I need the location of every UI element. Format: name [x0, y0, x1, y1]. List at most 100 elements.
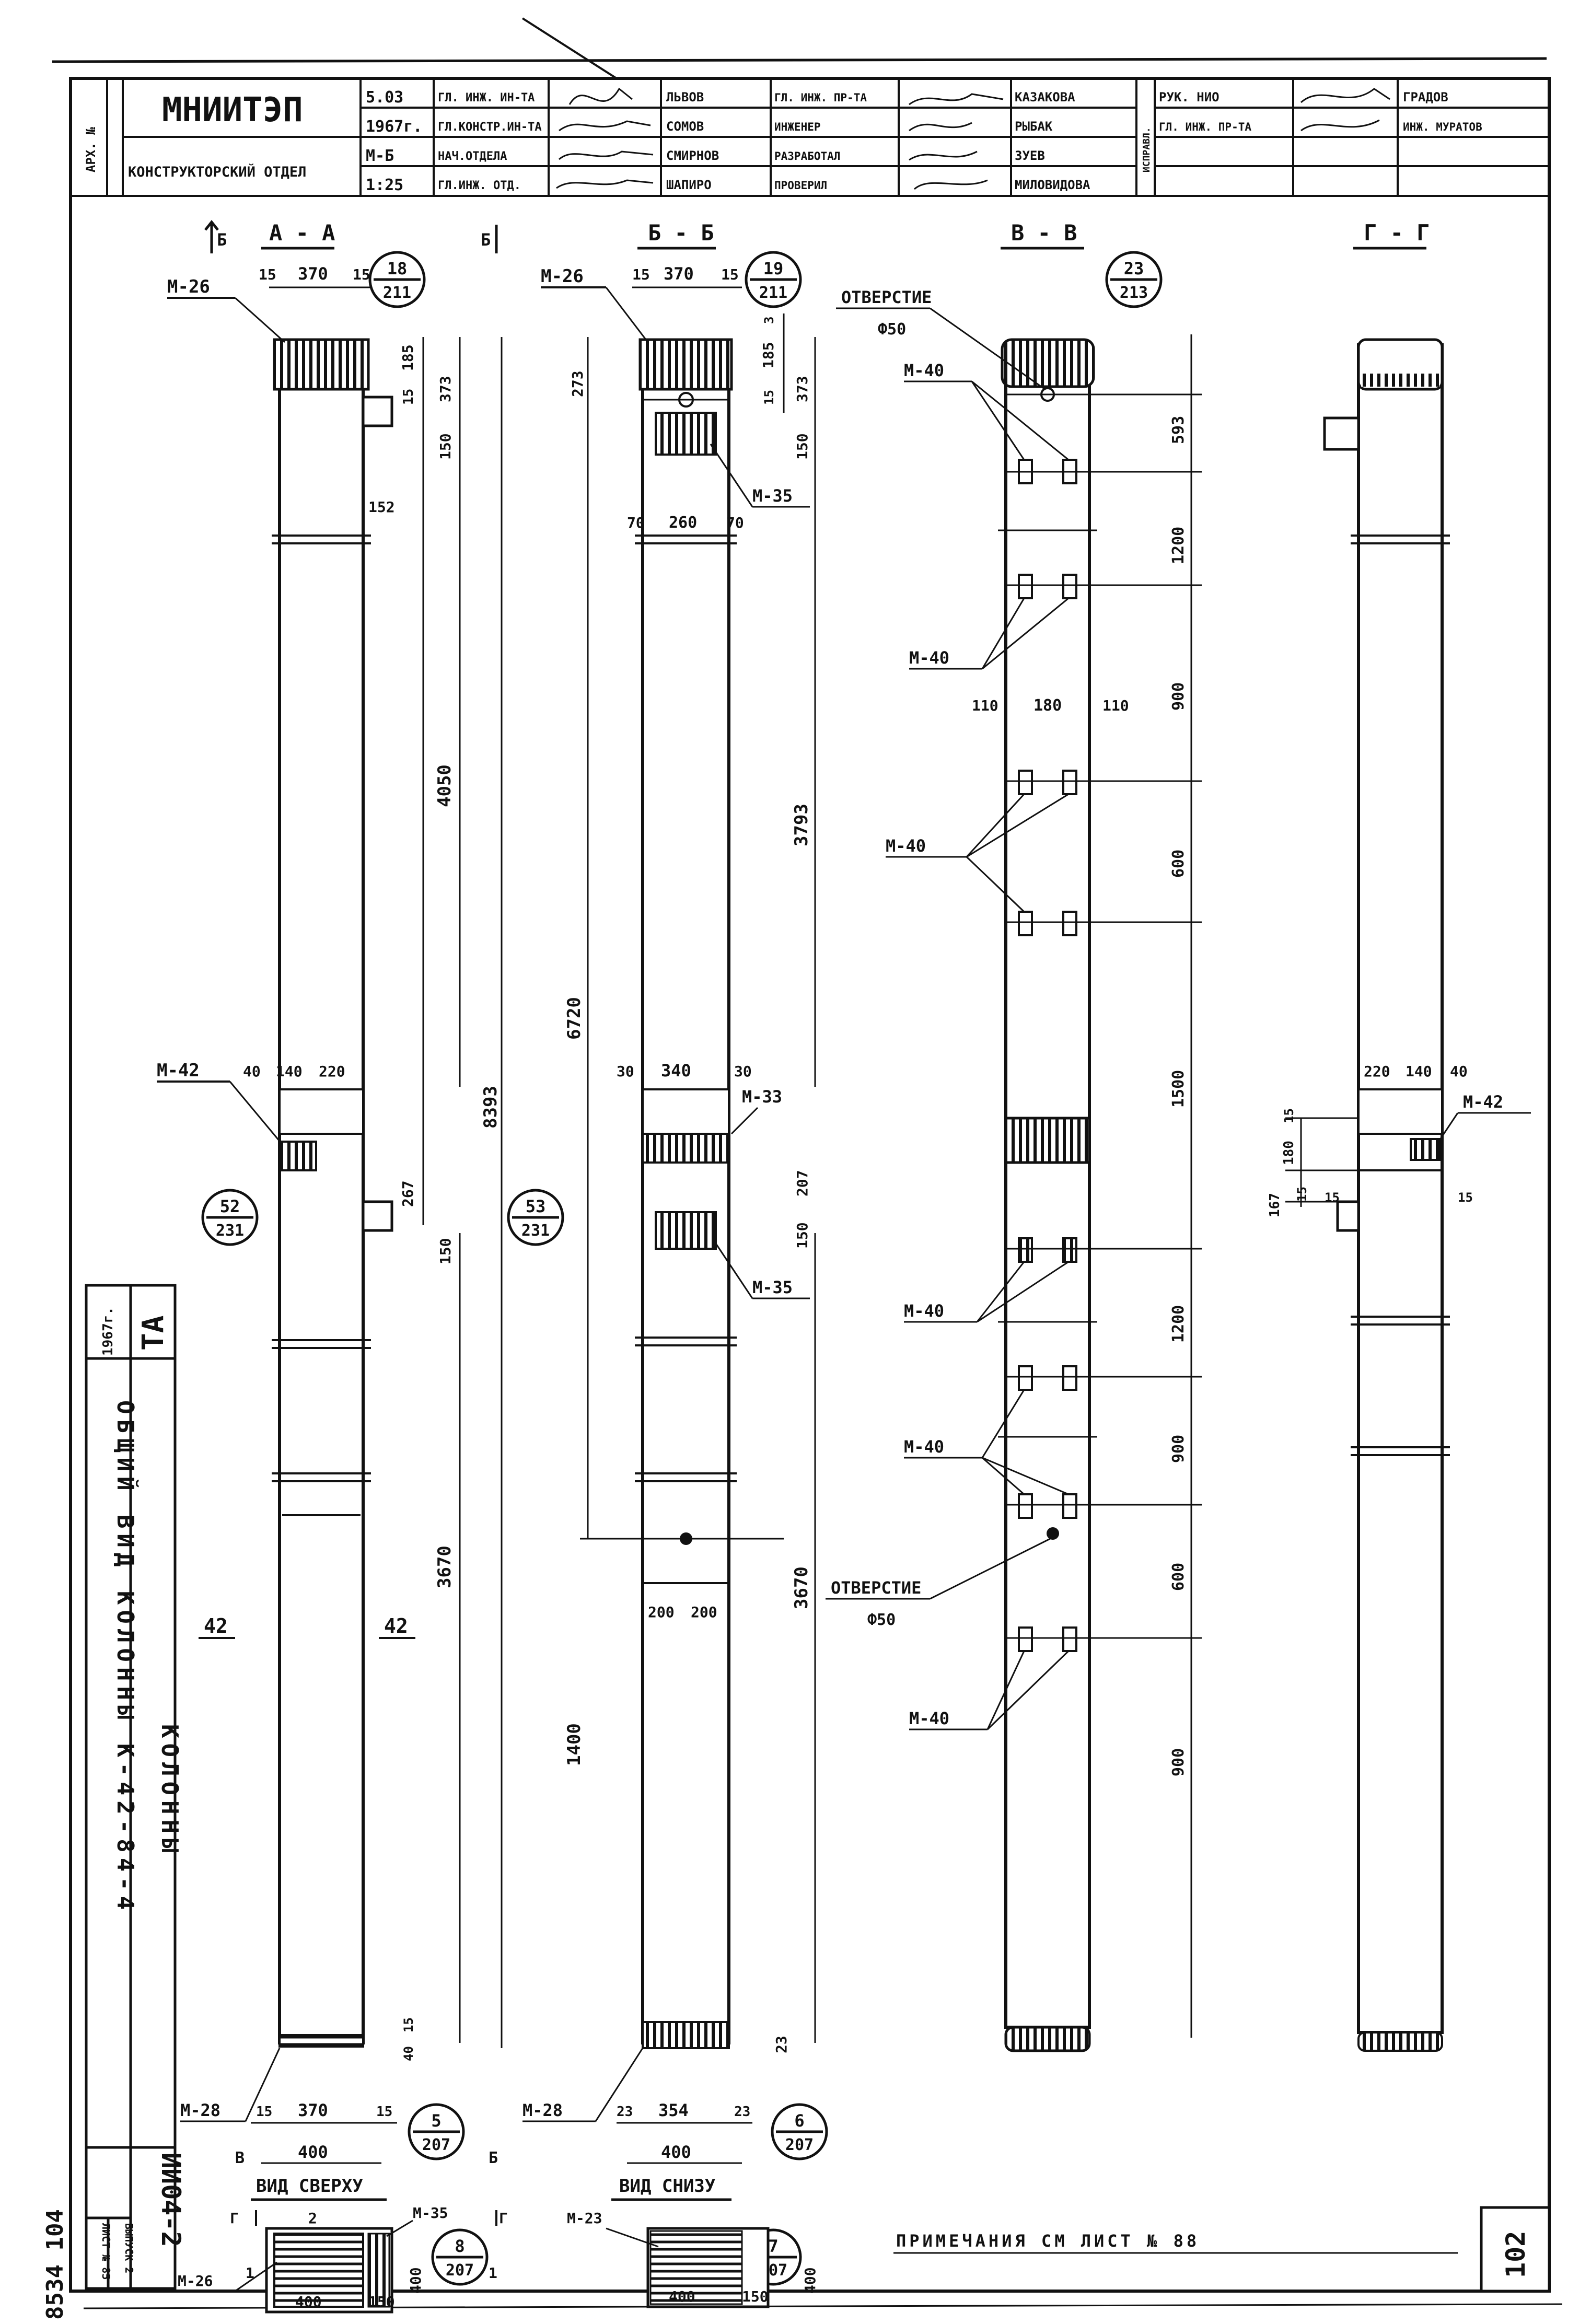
section-aa: А - А Б Б М-26 15 370 15 185 373 15 150 …: [157, 219, 503, 2167]
label-42-aa-left: 42: [204, 1614, 228, 1637]
column-aa-foot: [278, 2034, 364, 2048]
callout-19-num: 19: [763, 259, 784, 278]
dim-1200-vv-2: 1200: [1169, 1305, 1188, 1343]
dim-3-bb: 3: [762, 317, 776, 324]
tb-role-8: ПРОВЕРИЛ: [774, 179, 827, 192]
cut-mark-b-bottom: Б: [489, 2149, 498, 2167]
callout-52-sheet: 231: [216, 1222, 244, 1240]
dim-273-bb: 273: [569, 370, 586, 397]
bottom-label-m23: М-23: [567, 2210, 602, 2227]
tb-name-5: КАЗАКОВА: [1015, 90, 1075, 104]
column-vv-head: [1001, 338, 1095, 388]
tb-date: 5.03: [366, 88, 403, 107]
label-m35-bb-2: М-35: [752, 1277, 793, 1297]
dim-370-bb: 370: [664, 264, 694, 284]
section-bb-title: Б - Б: [648, 220, 714, 246]
dim-370-aa-2: 370: [298, 2100, 328, 2120]
label-m33-bb: М-33: [742, 1087, 782, 1107]
label-hole-vv-low: ОТВЕРСТИЕ: [831, 1578, 921, 1598]
column-aa-console-mid: [362, 1200, 393, 1232]
dim-140-aa: 140: [276, 1063, 303, 1080]
dim-15-gg-3: 15: [1325, 1190, 1340, 1205]
tb-format: М-Б: [366, 147, 394, 165]
label-m42-aa: М-42: [157, 1060, 200, 1081]
tb-name-8: МИЛОВИДОВА: [1015, 178, 1090, 192]
dim-110-vv-1: 110: [972, 697, 998, 714]
dim-260-bb: 260: [669, 514, 697, 532]
tb-year: 1967г.: [366, 118, 422, 136]
column-bb-foot: [642, 2021, 730, 2049]
bottom-view-plate: [649, 2230, 743, 2305]
tb-role-1: ГЛ. ИНЖ. ИН-ТА: [438, 91, 535, 104]
label-m40-vv-6: М-40: [909, 1709, 949, 1728]
dim-6720-bb: 6720: [564, 997, 585, 1040]
column-gg-mid-box: [1357, 1088, 1443, 1135]
dim-185-aa: 185: [399, 344, 416, 371]
dim-600-vv-2: 600: [1169, 1563, 1188, 1591]
dim-1500-vv: 1500: [1169, 1070, 1188, 1108]
dim-3793-bb: 3793: [791, 804, 812, 846]
callouts: [201, 251, 1163, 2286]
dim-40-aa-2: 40: [401, 2046, 416, 2061]
label-m40-vv-4: М-40: [904, 1301, 944, 1321]
column-vv-hole-low: [1047, 1527, 1059, 1540]
label-d50-vv-low: Ф50: [867, 1611, 896, 1629]
top-label-m35: М-35: [413, 2204, 448, 2222]
tb-name-7: ЗУЕВ: [1015, 148, 1045, 163]
dim-1200-vv-1: 1200: [1169, 527, 1188, 564]
dim-15-aa-2: 15: [353, 266, 370, 283]
signatures: [556, 87, 1390, 190]
dim-8393-aa: 8393: [480, 1086, 501, 1129]
side-issue: ВЫПУСК 2: [123, 2223, 135, 2273]
dim-110-vv-2: 110: [1102, 697, 1129, 714]
dim-373-bb: 373: [794, 376, 811, 402]
label-m40-vv-2: М-40: [909, 648, 949, 668]
dim-200-bb-2: 200: [691, 1603, 717, 1621]
tb-role-7: РАЗРАБОТАЛ: [774, 150, 840, 162]
embed-plates-vv: [1018, 459, 1077, 1652]
label-m26-aa: М-26: [167, 276, 210, 297]
callout-5-sheet: 207: [422, 2136, 450, 2154]
tb-role-2: ГЛ.КОНСТР.ИН-ТА: [438, 121, 542, 134]
org-name: МНИИТЭП: [162, 91, 303, 130]
notes-reference: ПРИМЕЧАНИЯ СМ ЛИСТ № 88: [896, 2231, 1200, 2251]
tb-role-5: ГЛ. ИНЖ. ПР-ТА: [774, 91, 867, 104]
tb-role-3: НАЧ.ОТДЕЛА: [438, 150, 507, 163]
top-view-title: ВИД СВЕРХУ: [256, 2176, 363, 2197]
dim-150-aa-2: 150: [437, 1238, 454, 1264]
dim-340-bb: 340: [661, 1061, 691, 1080]
label-m35-bb-1: М-35: [752, 486, 793, 506]
dim-4050-aa: 4050: [434, 764, 455, 807]
dim-167-gg: 167: [1267, 1193, 1283, 1217]
dim-15-aa-6: 15: [376, 2104, 392, 2120]
dim-180-gg: 180: [1281, 1141, 1297, 1165]
dim-400-aa: 400: [298, 2142, 328, 2162]
dim-220-aa: 220: [319, 1063, 345, 1080]
section-vv: В - В: [826, 220, 1202, 2052]
dim-900-vv-1: 900: [1169, 682, 1188, 711]
top-dim-400-h: 400: [295, 2293, 322, 2310]
side-title-block: [85, 1284, 177, 2290]
dim-150-bb-2: 150: [794, 1222, 811, 1249]
cut-mark-v-bottom: В: [235, 2149, 245, 2167]
callout-23-num: 23: [1124, 259, 1144, 278]
column-aa-console-top: [362, 396, 393, 427]
tb-name-9: ГРАДОВ: [1403, 90, 1448, 104]
dim-30-bb-2: 30: [734, 1063, 752, 1080]
dim-23-bb-v: 23: [773, 2036, 790, 2053]
side-year: 1967г.: [100, 1307, 116, 1356]
column-bb-plate-top: [655, 412, 717, 456]
callout-8-num: 8: [455, 2236, 464, 2256]
side-sheet: ЛИСТ № 85: [100, 2223, 112, 2280]
tb-scale: 1:25: [366, 176, 403, 194]
column-vv-joint: [1004, 1117, 1091, 1164]
dim-3670-aa: 3670: [434, 1546, 455, 1588]
tb-role-9: РУК. НИО: [1159, 90, 1220, 104]
callout-19-sheet: 211: [759, 284, 787, 302]
callout-text: 18 211 19 211 23 213 52 231 53 231 5 207…: [216, 259, 1148, 2280]
label-d50-vv-top: Ф50: [878, 320, 906, 339]
top-label-m26: М-26: [178, 2272, 213, 2290]
dim-23-bb-1: 23: [617, 2104, 633, 2120]
column-gg-body: [1357, 343, 1444, 2034]
